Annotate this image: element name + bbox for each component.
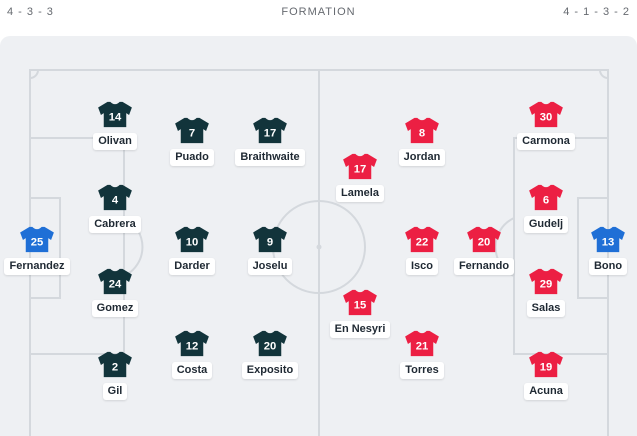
shirt-number: 19	[540, 362, 553, 374]
jersey-icon: 10	[175, 226, 209, 253]
jersey-icon: 25	[20, 226, 54, 253]
shirt-number: 30	[540, 112, 553, 124]
jersey-icon: 29	[529, 268, 563, 295]
player-name: Olivan	[93, 133, 137, 150]
shirt-number: 2	[112, 362, 118, 374]
player-name: Jordan	[398, 149, 446, 166]
formation-header: 4 - 3 - 3 FORMATION 4 - 1 - 3 - 2	[0, 0, 637, 26]
player-name: Isco	[405, 258, 438, 275]
home-formation: 4 - 3 - 3	[7, 6, 54, 18]
away-player[interactable]: 15 En Nesyri	[315, 287, 405, 347]
jersey-icon: 17	[253, 117, 287, 144]
player-name: Costa	[171, 362, 213, 379]
formation-title: FORMATION	[281, 6, 356, 18]
player-name: Fernandez	[4, 258, 70, 275]
jersey-icon: 20	[467, 226, 501, 253]
player-name: Braithwaite	[235, 149, 305, 166]
shirt-number: 13	[602, 237, 615, 249]
jersey-icon: 14	[98, 101, 132, 128]
player-name: Lamela	[336, 185, 384, 202]
jersey-icon: 4	[98, 184, 132, 211]
shirt-number: 4	[112, 195, 119, 207]
shirt-number: 7	[189, 128, 195, 140]
player-name: Bono	[588, 258, 628, 275]
jersey-icon: 9	[253, 226, 287, 253]
jersey-icon: 15	[343, 289, 377, 316]
shirt-number: 20	[478, 237, 491, 249]
jersey-icon: 6	[529, 184, 563, 211]
player-name: Gomez	[91, 300, 139, 317]
player-name: En Nesyri	[329, 321, 391, 338]
jersey-icon: 22	[405, 226, 439, 253]
shirt-number: 20	[264, 341, 277, 353]
player-name: Fernando	[453, 258, 515, 275]
jersey-icon: 7	[175, 117, 209, 144]
player-name: Torres	[400, 362, 444, 379]
player-name: Joselu	[247, 258, 293, 275]
jersey-icon: 30	[529, 101, 563, 128]
shirt-number: 22	[416, 237, 429, 249]
shirt-number: 6	[543, 195, 549, 207]
player-name: Gudelj	[523, 216, 569, 233]
away-formation: 4 - 1 - 3 - 2	[563, 6, 630, 18]
player-name: Puado	[170, 149, 214, 166]
jersey-icon: 17	[343, 153, 377, 180]
jersey-icon: 13	[591, 226, 625, 253]
shirt-number: 29	[540, 279, 553, 291]
jersey-icon: 12	[175, 330, 209, 357]
player-name: Darder	[169, 258, 215, 275]
jersey-icon: 20	[253, 330, 287, 357]
jersey-icon: 8	[405, 117, 439, 144]
player-name: Gil	[102, 383, 128, 400]
shirt-number: 21	[416, 341, 429, 353]
player-name: Cabrera	[89, 216, 141, 233]
shirt-number: 14	[109, 112, 122, 124]
shirt-number: 9	[267, 237, 273, 249]
shirt-number: 24	[109, 279, 122, 291]
shirt-number: 25	[31, 237, 44, 249]
shirt-number: 10	[186, 237, 199, 249]
shirt-number: 17	[264, 128, 277, 140]
player-name: Exposito	[241, 362, 299, 379]
jersey-icon: 19	[529, 351, 563, 378]
jersey-icon: 24	[98, 268, 132, 295]
player-name: Carmona	[517, 133, 575, 150]
shirt-number: 17	[354, 164, 367, 176]
jersey-icon: 2	[98, 351, 132, 378]
jersey-icon: 21	[405, 330, 439, 357]
shirt-number: 8	[419, 128, 425, 140]
player-name: Acuna	[524, 383, 568, 400]
shirt-number: 12	[186, 341, 199, 353]
player-name: Salas	[526, 300, 566, 317]
shirt-number: 15	[354, 300, 367, 312]
